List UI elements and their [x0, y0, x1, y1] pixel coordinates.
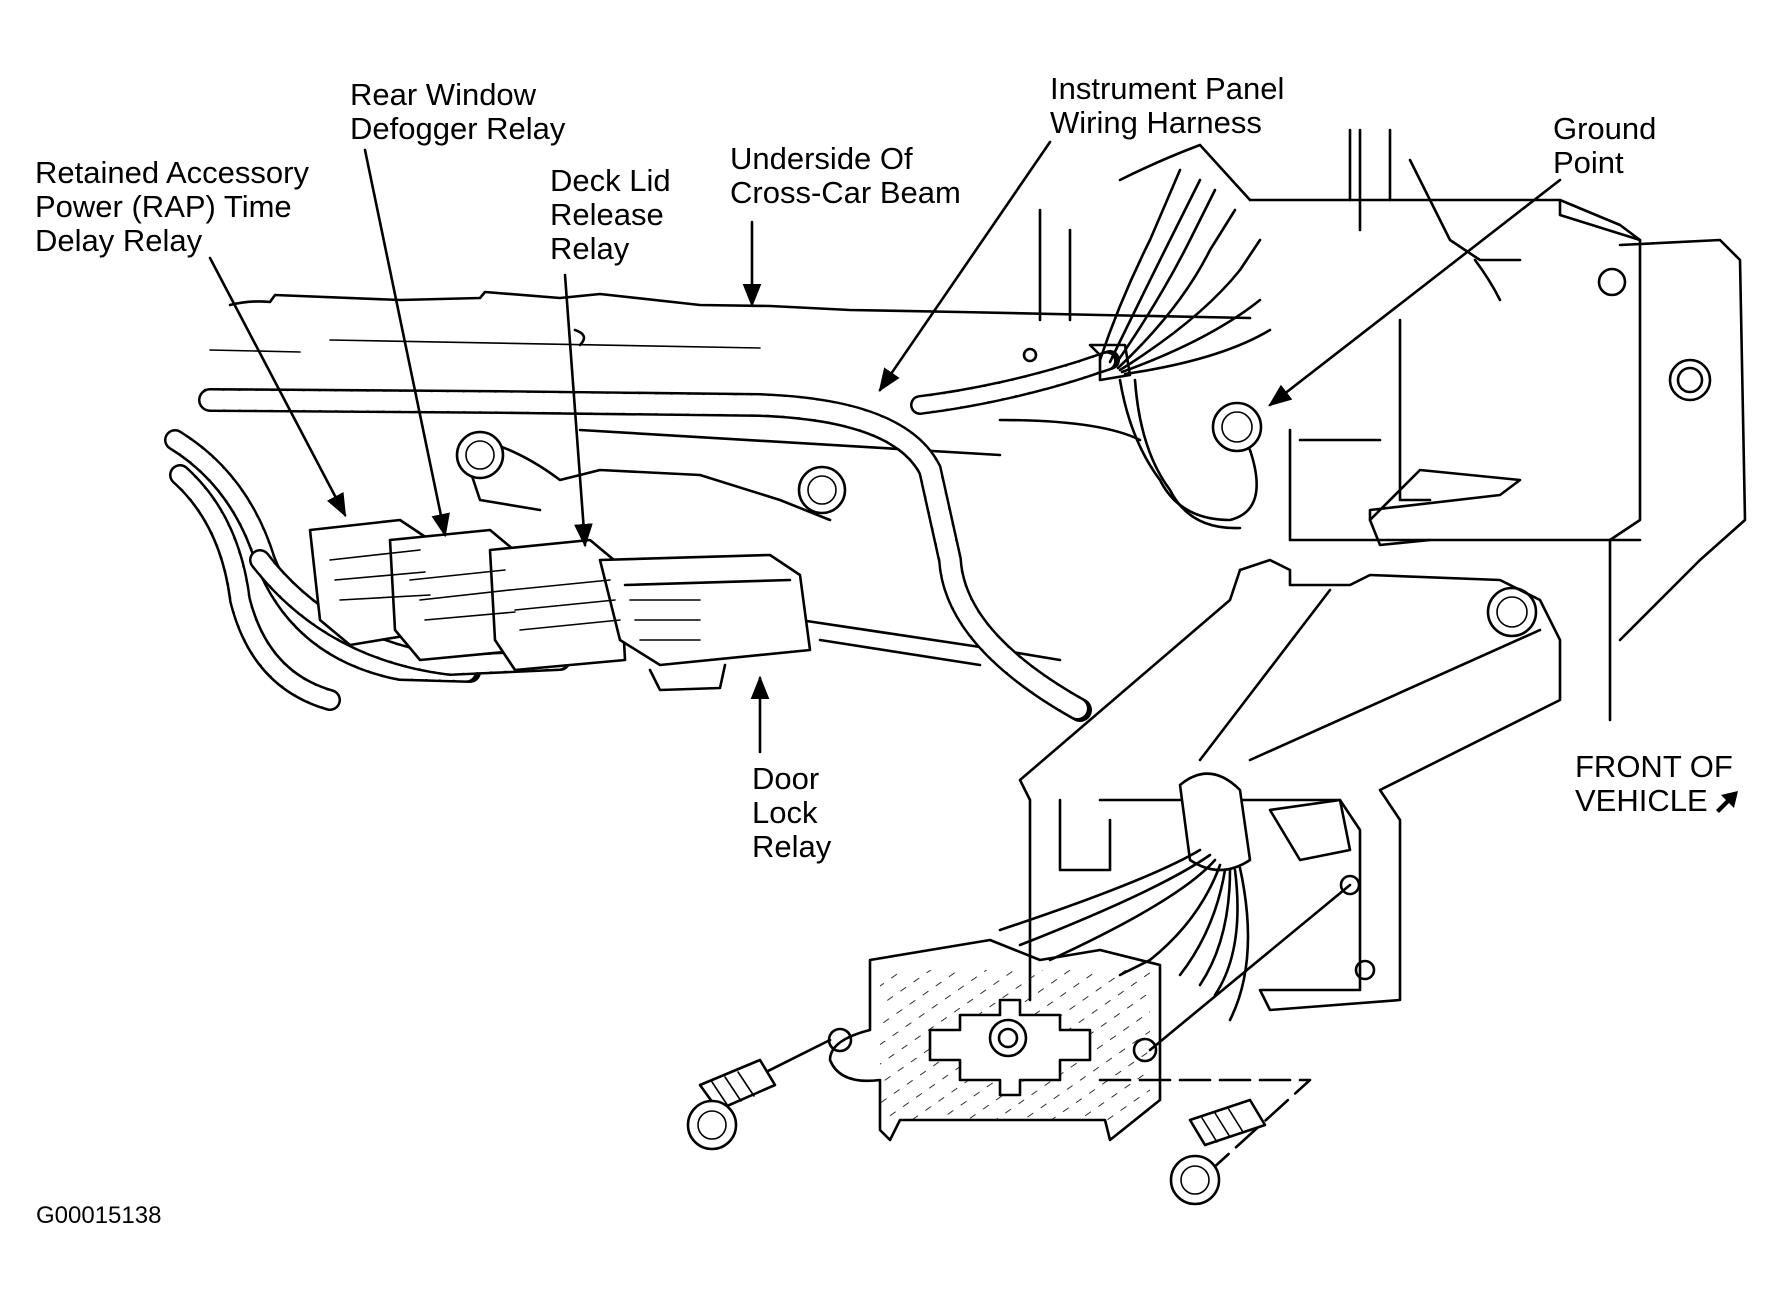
figure-code: G00015138	[36, 1202, 162, 1229]
leader-ground-point	[1268, 178, 1562, 407]
leader-rear-window-relay	[363, 148, 450, 538]
arrow-up-right-icon	[1715, 791, 1738, 813]
leader-deck-lid-relay	[563, 273, 593, 548]
relays	[308, 438, 832, 692]
mounting-bracket	[1038, 128, 1747, 722]
connector-mount-arm	[686, 558, 1562, 1206]
leader-ip-harness	[878, 140, 1052, 392]
leader-rap-relay	[208, 256, 347, 518]
bolts	[455, 401, 1538, 638]
instrument-panel-wiring-harness	[198, 168, 1272, 722]
leader-lines	[208, 140, 1562, 754]
label-front-of-vehicle: FRONT OF VEHICLE	[1575, 750, 1742, 818]
